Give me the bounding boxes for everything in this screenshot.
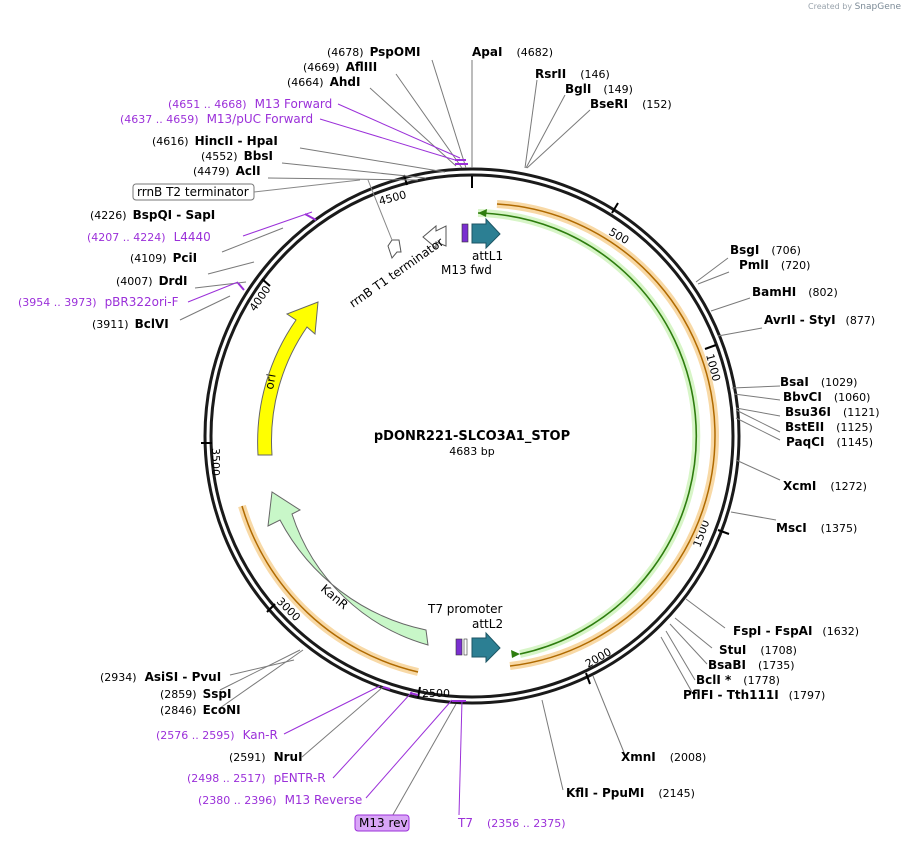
enzyme-asisi-pvui[interactable]: (2934)AsiSI - PvuI [100, 670, 221, 684]
attl1-label: attL1 [472, 249, 503, 263]
enzyme-ahdi[interactable]: (4664)AhdI [287, 75, 360, 89]
attl2-feature[interactable] [471, 631, 501, 664]
snapgene-credit: Created by SnapGene [808, 2, 901, 12]
t7-promoter-label: T7 promoter [427, 602, 503, 616]
primer-m13-reverse[interactable]: (2380 .. 2396)M13 Reverse [198, 793, 362, 807]
enzyme-xmni[interactable]: XmnI(2008) [621, 750, 706, 764]
enzyme-bseri[interactable]: BseRI(152) [590, 97, 672, 111]
enzyme-pspomi[interactable]: (4678)PspOMI [327, 45, 421, 59]
credit-prefix: Created by [808, 2, 853, 11]
enzyme-pmli[interactable]: PmlI(720) [739, 258, 810, 272]
enzyme-bbvci[interactable]: BbvCI(1060) [783, 390, 870, 404]
enzyme-bamhi[interactable]: BamHI(802) [752, 285, 838, 299]
attl2-label: attL2 [472, 617, 503, 631]
m13fwd-marker [461, 223, 469, 243]
enzyme-paqci[interactable]: PaqCI(1145) [786, 435, 873, 449]
enzyme-sspi[interactable]: (2859)SspI [160, 687, 231, 701]
enzyme-fspi-fspai[interactable]: FspI - FspAI(1632) [733, 624, 859, 638]
primer-l4440[interactable]: (4207 .. 4224)L4440 [87, 230, 211, 244]
tick-label-2500: 2500 [422, 687, 450, 700]
tick-label-3500: 3500 [209, 448, 222, 476]
enzyme-msci[interactable]: MscI(1375) [776, 521, 857, 535]
enzyme-bsgi[interactable]: BsgI(706) [730, 243, 801, 257]
backbone-outer [203, 167, 741, 705]
enzyme-xcmi[interactable]: XcmI(1272) [783, 479, 867, 493]
attl1-feature[interactable] [471, 217, 501, 250]
enzyme-bsai[interactable]: BsaI(1029) [780, 375, 857, 389]
enzyme-rsrii[interactable]: RsrII(146) [535, 67, 610, 81]
m13rev-label: M13 rev [359, 816, 408, 830]
enzyme-stui[interactable]: StuI(1708) [719, 643, 797, 657]
enzyme-nrui[interactable]: (2591)NruI [229, 750, 303, 764]
backbone-inner [209, 173, 735, 699]
primer-pentr-r[interactable]: (2498 .. 2517)pENTR-R [187, 771, 326, 785]
primer-leaders [187, 103, 463, 816]
enzyme-labels: (4678)PspOMI ApaI(4682) (4669)AflIII (46… [90, 45, 880, 800]
enzyme-econi[interactable]: (2846)EcoNI [160, 703, 241, 717]
enzyme-bbsi[interactable]: (4552)BbsI [201, 149, 273, 163]
enzyme-bsabi[interactable]: BsaBI(1735) [708, 658, 795, 672]
enzyme-hincii-hpai[interactable]: (4616)HincII - HpaI [152, 134, 278, 148]
t7-marker [463, 638, 468, 656]
enzyme-bgli[interactable]: BglI(149) [565, 82, 633, 96]
plasmid-name: pDONR221-SLCO3A1_STOP [374, 429, 570, 444]
m13rev-marker [455, 638, 463, 656]
enzyme-apai[interactable]: ApaI(4682) [472, 45, 553, 59]
enzyme-bclvi[interactable]: (3911)BclVI [92, 317, 169, 331]
ori-feature[interactable] [257, 301, 319, 456]
enzyme-afliii[interactable]: (4669)AflIII [303, 60, 377, 74]
rrnb-t2-label: rrnB T2 terminator [137, 185, 249, 199]
primer-labels: (4651 .. 4668)M13 Forward (4637 .. 4659)… [18, 97, 566, 830]
enzyme-avrii-styi[interactable]: AvrII - StyI(877) [764, 313, 875, 327]
snapgene-logo: SnapGene [854, 2, 901, 12]
enzyme-bcli[interactable]: BclI *(1778) [696, 673, 780, 687]
enzyme-drdi[interactable]: (4007)DrdI [116, 274, 188, 288]
enzyme-leaders [179, 59, 781, 821]
primer-m13-puc-forward[interactable]: (4637 .. 4659)M13/pUC Forward [120, 112, 313, 126]
primer-t7[interactable]: T7(2356 .. 2375) [457, 816, 566, 830]
enzyme-pflfi-tth111i[interactable]: PflFI - Tth111I(1797) [683, 688, 825, 702]
enzyme-acli[interactable]: (4479)AclI [193, 164, 261, 178]
enzyme-bsu36i[interactable]: Bsu36I(1121) [785, 405, 880, 419]
primer-m13-forward[interactable]: (4651 .. 4668)M13 Forward [168, 97, 332, 111]
plasmid-length: 4683 bp [449, 445, 494, 458]
m13rev-box[interactable] [354, 814, 410, 832]
m13fwd-label: M13 fwd [441, 263, 492, 277]
enzyme-pcii[interactable]: (4109)PciI [130, 251, 197, 265]
kanr-feature[interactable] [267, 491, 429, 646]
primer-marks [237, 159, 468, 702]
rrnb-t2-arrow[interactable] [387, 239, 402, 260]
ori-label: ori [262, 373, 278, 391]
rrnb-t1-arrow[interactable] [422, 224, 447, 250]
enzyme-bspqi-sapi[interactable]: (4226)BspQI - SapI [90, 208, 215, 222]
primer-pbr322ori-f[interactable]: (3954 .. 3973)pBR322ori-F [18, 295, 179, 309]
enzyme-bsteii[interactable]: BstEII(1125) [785, 420, 873, 434]
enzyme-kfli-ppumi[interactable]: KflI - PpuMI(2145) [566, 786, 695, 800]
primer-kan-r[interactable]: (2576 .. 2595)Kan-R [156, 728, 278, 742]
